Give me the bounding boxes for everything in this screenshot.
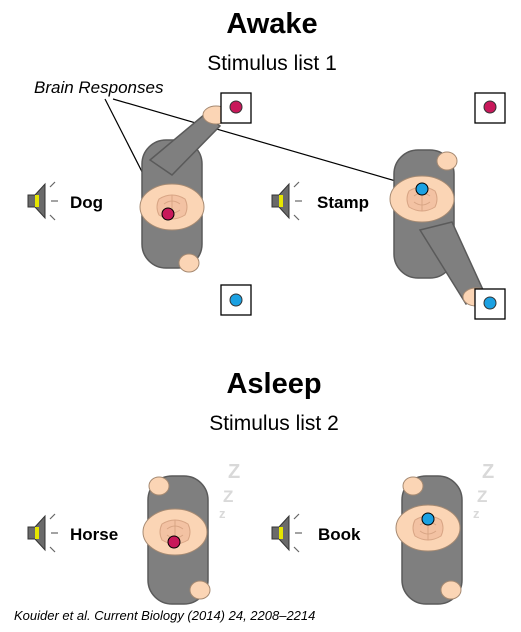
svg-text:Z: Z	[482, 461, 494, 483]
button-box-icon	[474, 92, 506, 124]
brain-responses-label: Brain Responses	[34, 78, 164, 97]
word-horse: Horse	[70, 525, 118, 544]
awake-title: Awake	[226, 8, 317, 40]
person-awake-right	[389, 149, 490, 307]
svg-text:z: z	[473, 506, 480, 521]
speaker-icon	[27, 181, 59, 221]
speaker-icon	[27, 513, 59, 553]
person-awake-left	[139, 105, 230, 273]
brain-response-blue	[421, 512, 435, 526]
awake-subtitle: Stimulus list 1	[207, 52, 337, 75]
sleep-z-icon: Z Z z	[473, 461, 494, 521]
button-box-icon	[220, 284, 252, 316]
word-dog: Dog	[70, 193, 103, 212]
asleep-title: Asleep	[226, 368, 321, 400]
button-box-icon	[474, 288, 506, 320]
person-asleep-left	[142, 475, 211, 605]
asleep-subtitle: Stimulus list 2	[209, 412, 339, 435]
brain-response-magenta	[167, 535, 181, 549]
speaker-icon	[271, 181, 303, 221]
brain-response-blue	[415, 182, 429, 196]
word-stamp: Stamp	[317, 193, 369, 212]
brain-response-magenta	[161, 207, 175, 221]
word-book: Book	[318, 525, 361, 544]
citation: Kouider et al. Current Biology (2014) 24…	[14, 608, 315, 623]
person-asleep-right	[395, 475, 463, 605]
annotation-pointer-2	[112, 98, 421, 189]
svg-text:Z: Z	[228, 461, 240, 483]
svg-text:Z: Z	[477, 487, 487, 506]
svg-text:Z: Z	[223, 487, 233, 506]
speaker-icon	[271, 513, 303, 553]
button-box-icon	[220, 92, 252, 124]
svg-text:z: z	[219, 506, 226, 521]
sleep-z-icon: Z Z z	[219, 461, 240, 521]
